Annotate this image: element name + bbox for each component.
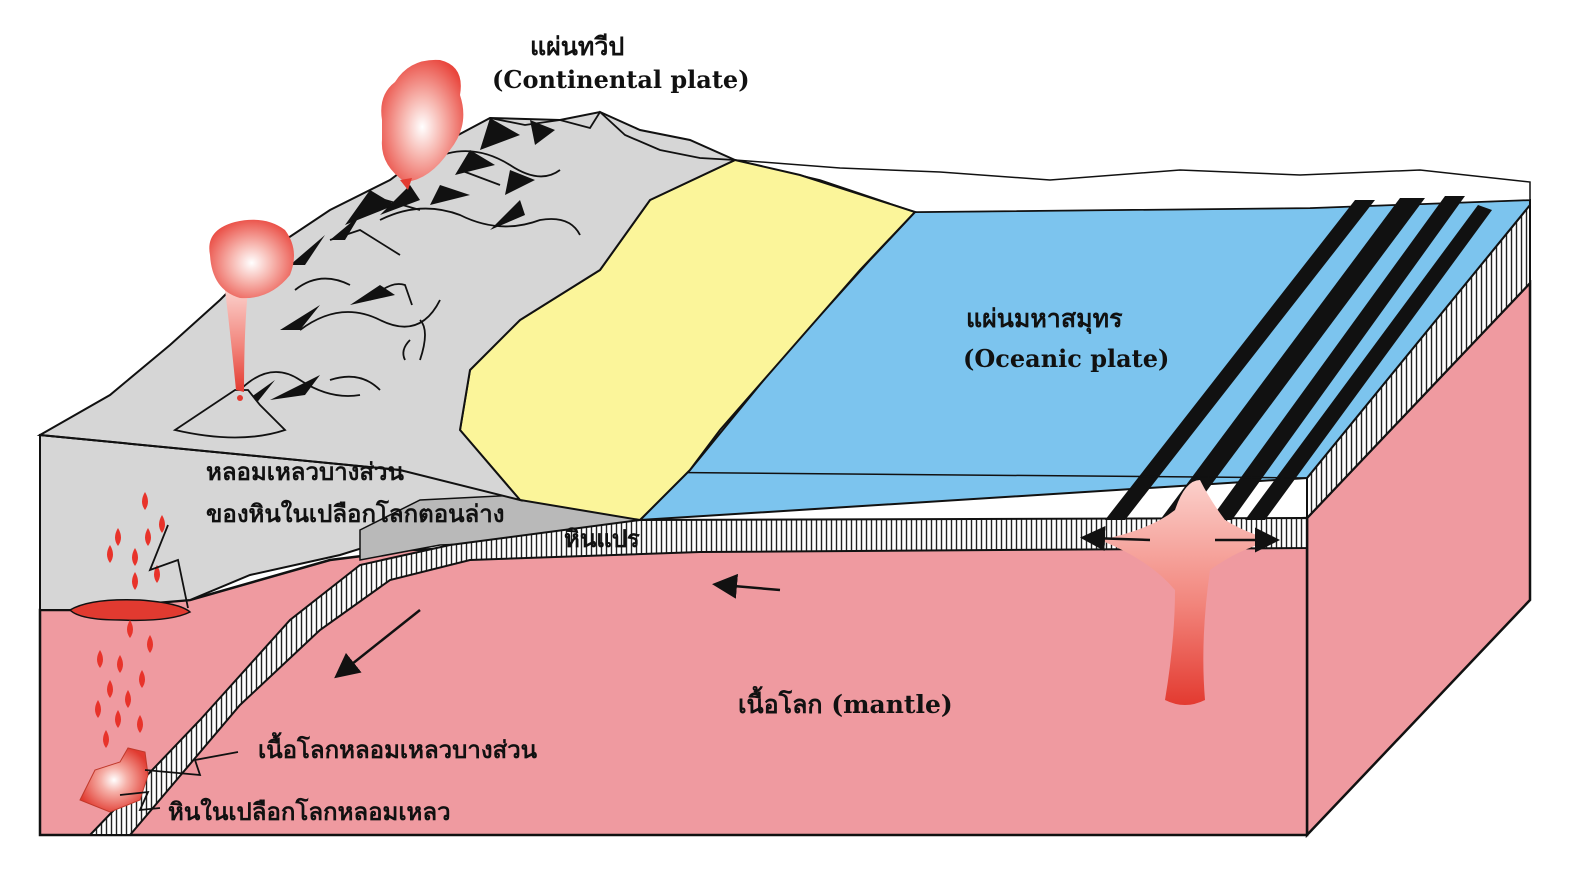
metamorphic-rock-label: หินแปร — [564, 524, 640, 553]
oceanic-plate-en-label: (Oceanic plate) — [963, 344, 1170, 373]
continental-plate-thai-label: แผ่นทวีป — [530, 32, 625, 61]
pointer-mantle-melt — [144, 751, 239, 777]
mantle-partial-melt-label: เนื้อโลกหลอมเหลวบางส่วน — [258, 735, 538, 764]
spreading-arrows — [334, 526, 1280, 679]
melt-lens — [68, 598, 192, 622]
lava-drop-vent — [237, 395, 243, 401]
oceanic-plate-thai-label: แผ่นมหาสมุทร — [966, 304, 1123, 333]
pointer-crust-melt — [119, 790, 161, 812]
volcano-plume-stem — [225, 290, 248, 392]
pointer-lines — [119, 524, 239, 812]
volcano-vent-2 — [400, 178, 412, 190]
volcano-plume-top — [209, 219, 294, 299]
subduction-arrow — [334, 609, 421, 679]
magnetic-stripe-2 — [1160, 198, 1425, 520]
crust-melt-label: หินในเปลือกโลกหลอมเหลว — [168, 797, 451, 826]
subducting-slab — [87, 516, 1308, 836]
partial-melt-label-line2: ของหินในเปลือกโลกตอนล่าง — [206, 499, 505, 528]
continental-plate-en-label: (Continental plate) — [492, 65, 750, 94]
mountain-shadows — [240, 118, 555, 405]
spreading-arrow-left — [1080, 526, 1151, 551]
volcano-plume-2 — [381, 59, 464, 182]
magnetic-stripe-3 — [1210, 196, 1465, 520]
crust-melt-blob — [79, 747, 149, 813]
magma-droplets — [95, 492, 165, 748]
land-edge-line — [39, 434, 401, 471]
pointer-melt-lens — [148, 524, 189, 609]
ridge-plume — [1100, 480, 1275, 705]
magnetic-stripe-4 — [1245, 205, 1492, 520]
mantle-label: เนื้อโลก (mantle) — [738, 690, 953, 719]
magnetic-stripe-1 — [1105, 200, 1375, 520]
partial-melt-label-line1: หลอมเหลวบางส่วน — [206, 457, 404, 486]
plate-motion-arrow — [712, 573, 781, 599]
volcano-cone — [172, 389, 287, 439]
